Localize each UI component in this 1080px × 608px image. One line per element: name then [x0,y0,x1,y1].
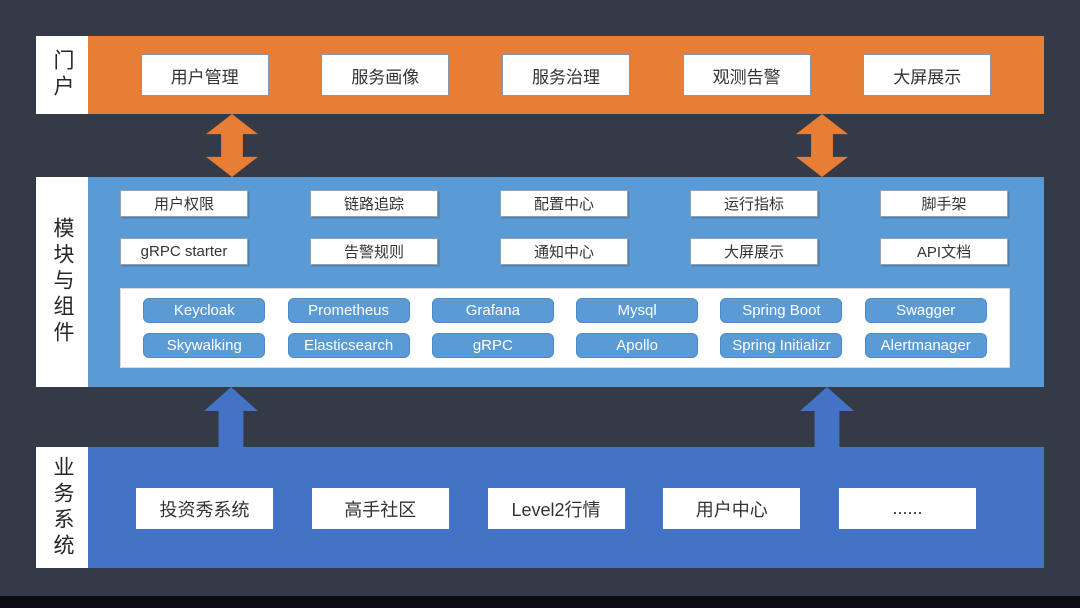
business-item-more: ...... [839,488,976,529]
module-dashboard-display: 大屏展示 [690,238,818,265]
modules-row-2: gRPC starter 告警规则 通知中心 大屏展示 API文档 [120,238,1008,265]
portal-layer-label: 门户 [36,36,88,114]
modules-layer: 模块与组件 用户权限 链路追踪 配置中心 运行指标 脚手架 gRPC start… [36,177,1044,387]
component-grafana: Grafana [431,298,554,324]
module-runtime-metrics: 运行指标 [690,190,818,217]
business-item-expert-community: 高手社区 [311,488,449,529]
module-scaffold: 脚手架 [880,190,1008,217]
component-apollo: Apollo [576,332,699,358]
component-spring-initializr: Spring Initializr [720,332,843,358]
business-layer: 业务系统 投资秀系统 高手社区 Level2行情 用户中心 ...... [36,447,1044,568]
portal-item-service-governance: 服务治理 [501,54,630,96]
module-api-docs: API文档 [880,238,1008,265]
portal-item-observe-alert: 观测告警 [682,54,811,96]
component-skywalking: Skywalking [143,332,266,358]
component-grpc: gRPC [431,332,554,358]
portal-item-service-profile: 服务画像 [321,54,450,96]
components-row-1: Keycloak Prometheus Grafana Mysql Spring… [121,298,1009,324]
module-config-center: 配置中心 [500,190,628,217]
component-elasticsearch: Elasticsearch [287,332,410,358]
portal-layer: 门户 用户管理 服务画像 服务治理 观测告警 大屏展示 [36,36,1044,114]
portal-item-user-management: 用户管理 [140,54,269,96]
business-layer-label: 业务系统 [36,447,88,568]
module-trace: 链路追踪 [310,190,438,217]
portal-modules-arrow-right [796,114,848,177]
module-grpc-starter: gRPC starter [120,238,248,265]
modules-layer-label: 模块与组件 [36,177,88,387]
business-item-level2-quotes: Level2行情 [487,488,625,529]
bottom-black-bar [0,596,1080,608]
module-notify-center: 通知中心 [500,238,628,265]
components-row-2: Skywalking Elasticsearch gRPC Apollo Spr… [121,332,1009,358]
component-swagger: Swagger [864,298,987,324]
component-prometheus: Prometheus [287,298,410,324]
business-modules-arrow-right [800,387,854,447]
business-modules-arrow-left [204,387,258,447]
modules-row-1: 用户权限 链路追踪 配置中心 运行指标 脚手架 [120,190,1008,217]
component-alertmanager: Alertmanager [864,332,987,358]
portal-items-row: 用户管理 服务画像 服务治理 观测告警 大屏展示 [88,36,1044,114]
components-panel: Keycloak Prometheus Grafana Mysql Spring… [120,288,1010,368]
module-alert-rules: 告警规则 [310,238,438,265]
component-mysql: Mysql [576,298,699,324]
module-user-permission: 用户权限 [120,190,248,217]
business-items-row: 投资秀系统 高手社区 Level2行情 用户中心 ...... [136,488,976,529]
business-item-user-center: 用户中心 [663,488,801,529]
portal-modules-arrow-left [206,114,258,177]
component-spring-boot: Spring Boot [720,298,843,324]
business-item-touzixiu: 投资秀系统 [136,488,273,529]
component-keycloak: Keycloak [143,298,266,324]
portal-item-dashboard-display: 大屏展示 [863,54,992,96]
